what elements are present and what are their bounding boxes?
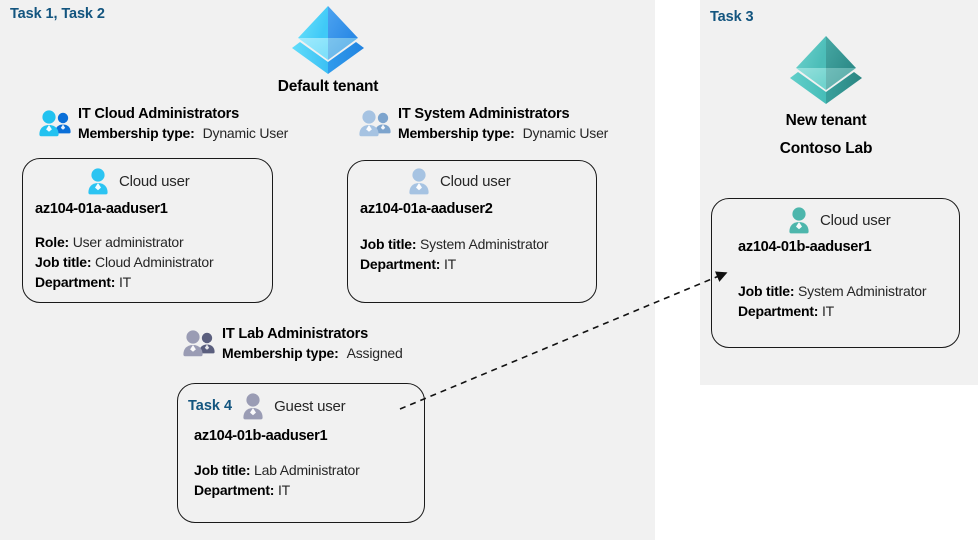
- user-card-aaduser2-a[interactable]: Cloud user az104-01a-aaduser2 Job title:…: [347, 160, 597, 303]
- attribute-label: Role:: [35, 234, 70, 250]
- group-name: IT Cloud Administrators: [78, 106, 240, 122]
- task-label-4: Task 4: [188, 398, 233, 414]
- attribute-value: IT: [821, 302, 835, 319]
- cloud-user-icon: [789, 207, 809, 234]
- new-tenant-name-line1: New tenant: [785, 112, 867, 129]
- user-principal-name: az104-01b-aaduser1: [194, 428, 328, 444]
- card-header: Task 4 Guest user: [178, 384, 424, 420]
- membership-type-label: Membership type:: [78, 125, 195, 142]
- attribute-label: Department:: [194, 481, 275, 498]
- user-attributes: Role: User administrator Job title: Clou…: [35, 233, 272, 293]
- azure-ad-tenant-icon: [292, 6, 364, 74]
- attribute-row: Job title: Cloud Administrator: [35, 253, 272, 273]
- group-it-system-administrators: IT System Administrators Membership type…: [358, 105, 608, 143]
- attribute-row: Job title: System Administrator: [360, 235, 596, 255]
- card-header: Cloud user: [348, 161, 596, 195]
- card-header: Cloud user: [712, 199, 959, 234]
- user-type-label: Cloud user: [440, 172, 511, 190]
- guest-user-icon: [243, 393, 263, 420]
- card-header: Cloud user: [23, 159, 272, 195]
- membership-type-value: Dynamic User: [522, 125, 609, 142]
- attribute-row: Department: IT: [35, 273, 272, 293]
- membership-type-label: Membership type:: [398, 125, 515, 142]
- task-label-1-2: Task 1, Task 2: [10, 6, 105, 22]
- group-name: IT System Administrators: [398, 106, 570, 122]
- attribute-label: Department:: [738, 302, 819, 319]
- membership-type-value: Dynamic User: [202, 125, 289, 142]
- group-users-icon: [359, 110, 391, 137]
- azure-ad-tenant-icon: [790, 36, 862, 104]
- membership-type-label: Membership type:: [222, 345, 339, 362]
- cloud-user-icon: [409, 168, 429, 195]
- attribute-label: Job title:: [194, 462, 251, 478]
- user-card-aaduser1-b-cloud[interactable]: Cloud user az104-01b-aaduser1 Job title:…: [711, 198, 960, 348]
- new-tenant-name-line2: Contoso Lab: [779, 140, 873, 158]
- attribute-value: Lab Administrator: [254, 462, 360, 478]
- attribute-value: IT: [443, 255, 457, 272]
- attribute-label: Department:: [35, 273, 116, 290]
- attribute-row: Department: IT: [360, 255, 596, 275]
- user-type-label: Cloud user: [119, 172, 190, 190]
- user-type-label: Cloud user: [820, 211, 891, 229]
- attribute-label: Job title:: [738, 283, 795, 299]
- group-users-icon: [183, 330, 215, 357]
- group-it-lab-administrators: IT Lab Administrators Membership type: As…: [182, 325, 403, 363]
- panel-default-tenant: [0, 0, 655, 540]
- attribute-value: System Administrator: [798, 283, 927, 299]
- attribute-row: Department: IT: [738, 302, 959, 322]
- group-name: IT Lab Administrators: [222, 326, 369, 342]
- user-principal-name: az104-01a-aaduser2: [360, 201, 493, 217]
- membership-type-value: Assigned: [346, 345, 403, 362]
- cloud-user-icon: [88, 168, 108, 195]
- group-users-icon: [39, 110, 71, 137]
- attribute-value: IT: [277, 481, 291, 498]
- new-tenant-block: New tenant Contoso Lab: [726, 32, 926, 161]
- group-membership-type: Membership type: Assigned: [222, 344, 403, 362]
- task-label-3: Task 3: [710, 9, 754, 25]
- user-attributes: Job title: Lab Administrator Department:…: [194, 461, 424, 501]
- user-attributes: Job title: System Administrator Departme…: [360, 235, 596, 275]
- default-tenant-name: Default tenant: [277, 78, 379, 95]
- default-tenant-block: Default tenant: [228, 2, 428, 96]
- attribute-label: Job title:: [35, 253, 92, 270]
- user-card-aaduser1-a[interactable]: Cloud user az104-01a-aaduser1 Role: User…: [22, 158, 273, 303]
- attribute-label: Department:: [360, 255, 441, 272]
- attribute-value: User administrator: [72, 234, 184, 250]
- user-principal-name: az104-01a-aaduser1: [35, 201, 168, 217]
- attribute-value: IT: [118, 273, 132, 290]
- attribute-value: System Administrator: [420, 236, 549, 252]
- user-type-label: Guest user: [274, 397, 346, 415]
- attribute-value: Cloud Administrator: [95, 253, 214, 270]
- attribute-row: Department: IT: [194, 481, 424, 501]
- user-principal-name: az104-01b-aaduser1: [738, 239, 872, 255]
- attribute-row: Role: User administrator: [35, 233, 272, 253]
- attribute-row: Job title: System Administrator: [738, 282, 959, 302]
- user-card-aaduser1-b-guest[interactable]: Task 4 Guest user az104-01b-aaduser1 Job…: [177, 383, 425, 523]
- group-it-cloud-administrators: IT Cloud Administrators Membership type:…: [38, 105, 288, 143]
- user-attributes: Job title: System Administrator Departme…: [738, 282, 959, 322]
- group-membership-type: Membership type: Dynamic User: [398, 124, 608, 142]
- group-membership-type: Membership type: Dynamic User: [78, 124, 288, 142]
- attribute-label: Job title:: [360, 236, 417, 252]
- attribute-row: Job title: Lab Administrator: [194, 461, 424, 481]
